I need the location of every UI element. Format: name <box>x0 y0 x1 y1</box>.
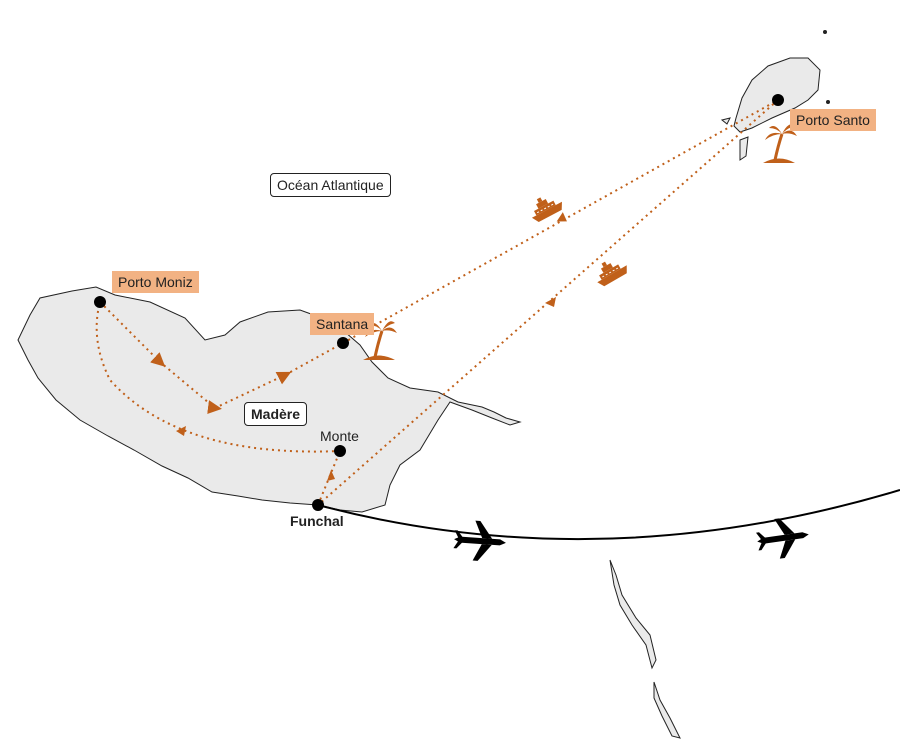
desertas-island <box>653 681 681 739</box>
place-label-santana[interactable]: Santana <box>310 313 375 335</box>
place-label-porto-moniz[interactable]: Porto Moniz <box>112 271 199 293</box>
point-porto-moniz <box>94 296 106 308</box>
ocean-label: Océan Atlantique <box>270 173 391 197</box>
islet-dot <box>823 30 827 34</box>
route-arrow <box>327 470 335 481</box>
point-porto-santo <box>772 94 784 106</box>
place-label-funchal[interactable]: Funchal <box>290 513 344 529</box>
place-label-porto-santo[interactable]: Porto Santo <box>790 109 876 131</box>
route-arrow <box>545 297 556 307</box>
point-funchal <box>312 499 324 511</box>
point-monte <box>334 445 346 457</box>
desertas-island <box>609 559 657 670</box>
route-monte-moniz <box>95 301 341 453</box>
flight-route <box>317 489 900 541</box>
route-moniz-santana <box>99 301 344 415</box>
island-label-madeira: Madère <box>244 402 308 426</box>
islet-dot <box>826 100 830 104</box>
madeira-island <box>17 286 522 513</box>
route-arrow <box>556 212 567 222</box>
porto-santo-islet <box>739 136 749 161</box>
airplane-icon <box>754 514 812 562</box>
airplane-icon <box>452 519 508 563</box>
porto-santo-islet <box>720 117 731 125</box>
route-funchal-monte <box>317 450 341 506</box>
point-santana <box>337 337 349 349</box>
ferry-icon <box>589 252 631 289</box>
route-arrow <box>176 426 186 436</box>
ferry-route-santana-portosanto <box>342 99 779 344</box>
place-label-monte[interactable]: Monte <box>320 428 359 444</box>
